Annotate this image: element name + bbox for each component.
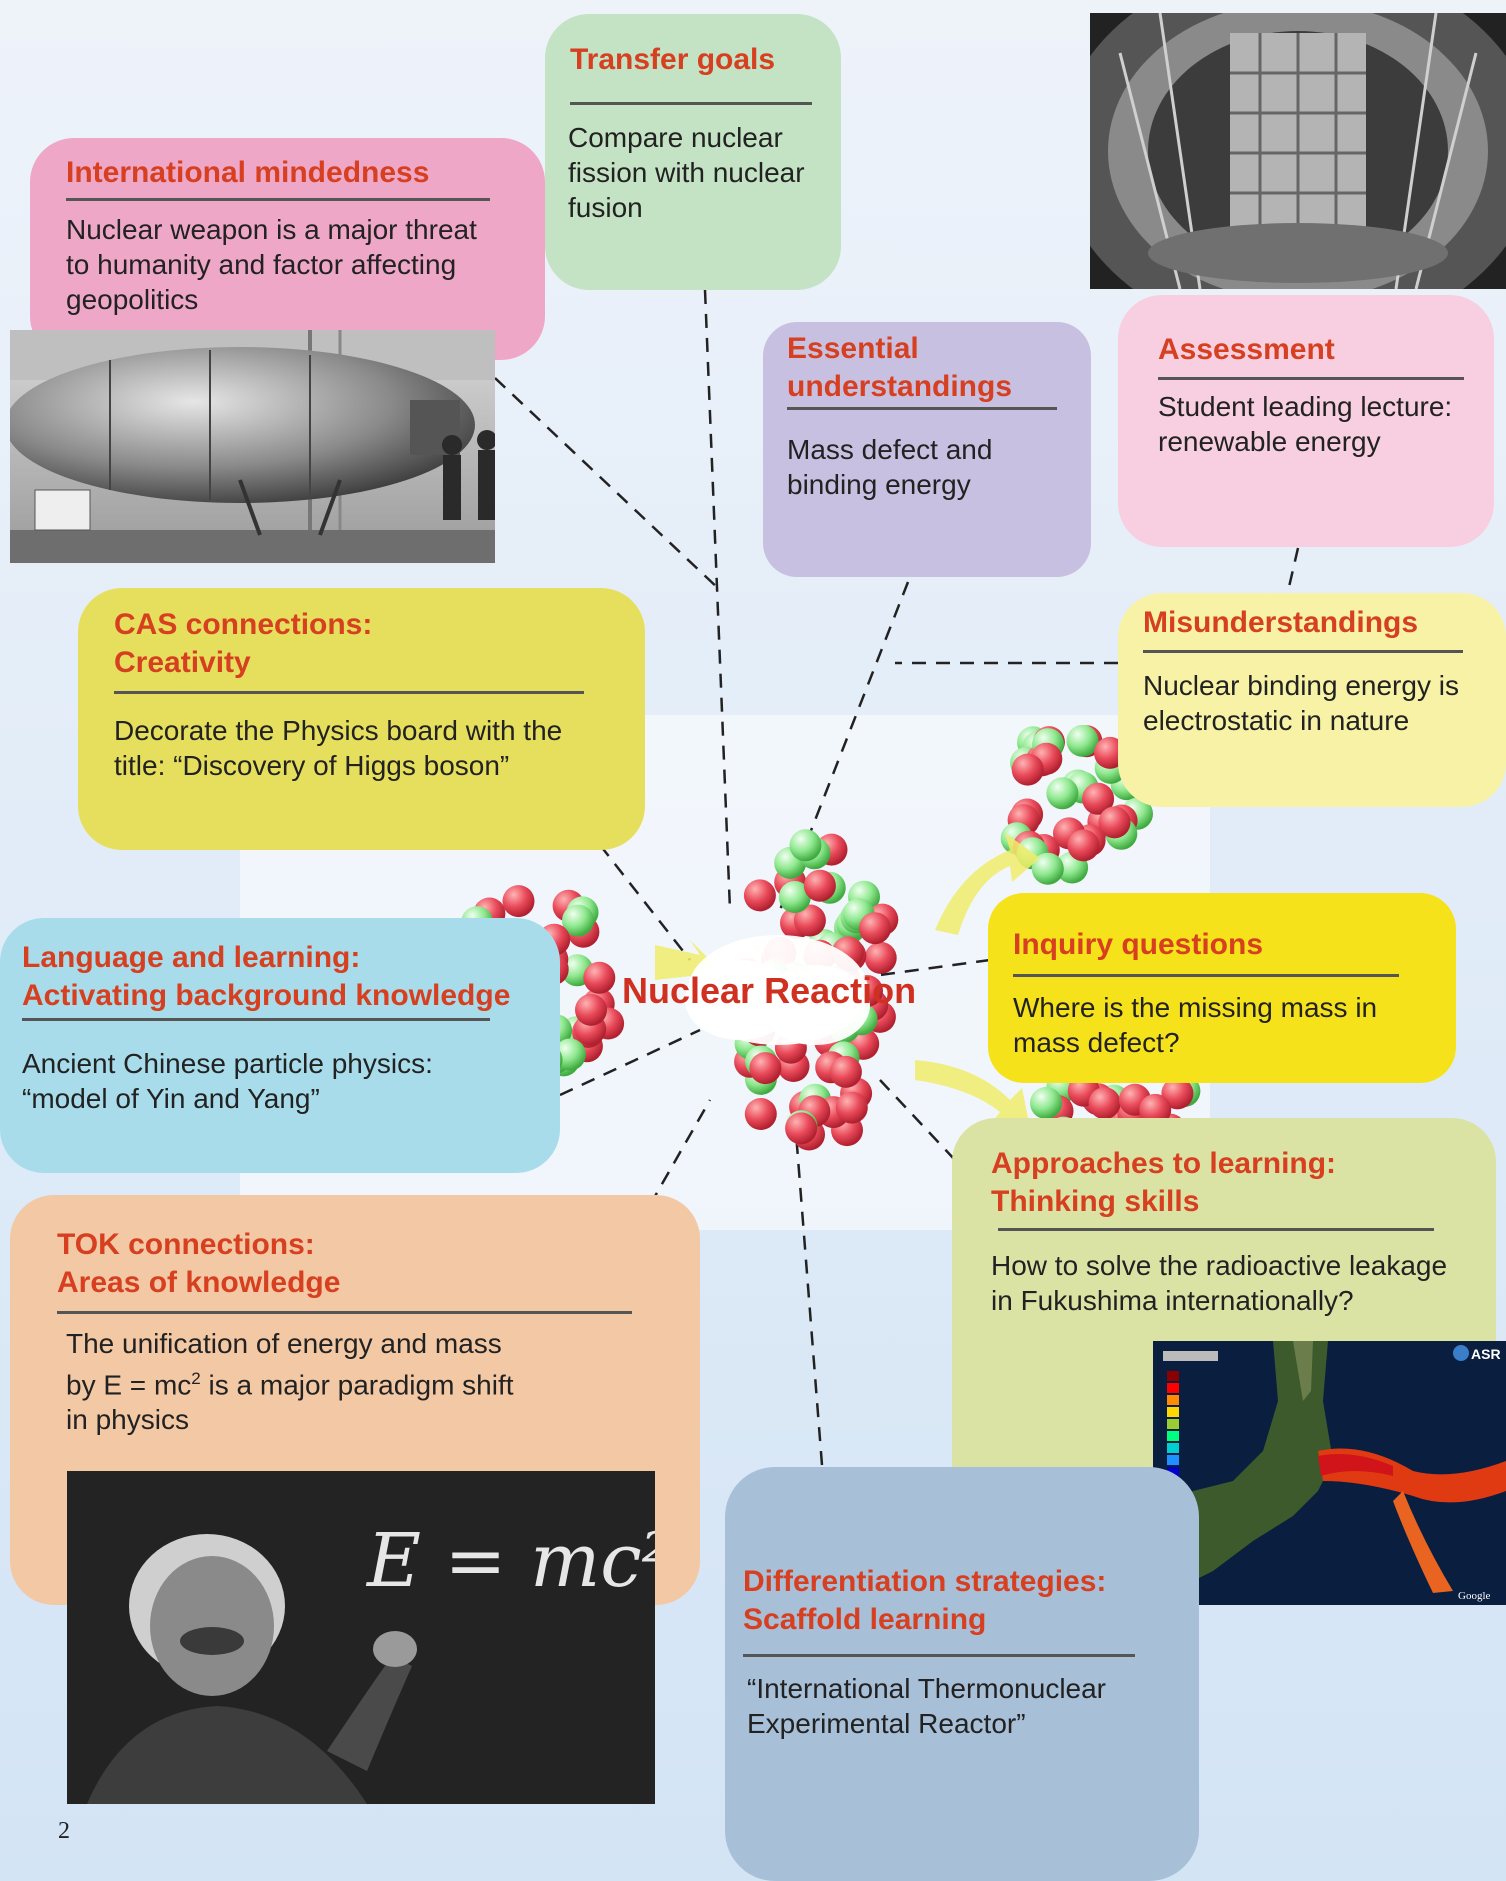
language-learning-title: Language and learning: Activating backgr…: [22, 941, 511, 1012]
inquiry-questions-box: [988, 893, 1456, 1083]
nucleon: [864, 941, 897, 974]
nucleon: [583, 961, 616, 994]
misunderstandings-title: Misunderstandings: [1143, 606, 1419, 639]
nuclear-bomb-photo: [10, 330, 495, 563]
assessment-text: Student leading lecture: renewable energ…: [1158, 391, 1453, 457]
tok-connections-text: The unification of energy and mass by E …: [66, 1328, 514, 1436]
essential-understandings-rule: [787, 407, 1057, 410]
nucleon: [1031, 852, 1064, 885]
nucleon: [1161, 1077, 1194, 1110]
nucleon: [829, 1055, 862, 1088]
nucleon: [749, 1052, 782, 1085]
map-google-text: Google: [1458, 1590, 1491, 1602]
nucleon: [803, 869, 836, 902]
language-learning-box: [0, 918, 560, 1173]
essential-understandings-box: [763, 322, 1091, 577]
nucleon: [789, 829, 822, 862]
assessment-rule: [1158, 377, 1464, 380]
misunderstandings-text: Nuclear binding energy is electrostatic …: [1143, 670, 1459, 736]
fukushima-plume-map: ASR Google: [1153, 1341, 1506, 1605]
tok-connections-title: TOK connections: Areas of knowledge: [57, 1228, 341, 1299]
approaches-learning-text: How to solve the radioactive leakage in …: [991, 1250, 1448, 1316]
cas-connections-box: [78, 588, 645, 850]
nucleon: [1082, 782, 1115, 815]
connector-international: [494, 377, 721, 591]
einstein-chalkboard-photo: E = mc²: [67, 1471, 655, 1804]
inquiry-questions-title: Inquiry questions: [1013, 928, 1264, 961]
connector-assessment: [1284, 547, 1300, 601]
nucleon: [743, 879, 776, 912]
center-label: Nuclear Reaction: [622, 970, 917, 1011]
assessment-title: Assessment: [1158, 333, 1335, 366]
inquiry-questions-text: Where is the missing mass in mass defect…: [1013, 992, 1378, 1058]
nucleon: [1067, 829, 1100, 862]
nucleon: [1066, 724, 1099, 757]
chalk-formula: E = mc²: [365, 1518, 655, 1604]
assessment-box: [1118, 295, 1494, 547]
international-mindedness-box: [30, 138, 545, 360]
nucleon: [502, 885, 535, 918]
nucleon: [1088, 1087, 1121, 1120]
differentiation-strategies-box: [725, 1467, 1199, 1881]
tok-connections-rule: [57, 1311, 632, 1314]
international-mindedness-text: Nuclear weapon is a major threat to huma…: [66, 214, 477, 315]
international-mindedness-rule: [66, 198, 490, 201]
misunderstandings-rule: [1143, 650, 1463, 653]
language-learning-rule: [22, 1018, 490, 1021]
nucleon: [778, 881, 811, 913]
cas-connections-text: Decorate the Physics board with the titl…: [114, 715, 563, 781]
misunderstandings-box: [1118, 593, 1506, 807]
inquiry-questions-rule: [1013, 974, 1399, 977]
nucleon: [835, 1091, 868, 1124]
cas-connections-title: CAS connections: Creativity: [114, 608, 373, 679]
transfer-goals-box: [545, 14, 841, 290]
fusion-reactor-photo: [1090, 13, 1506, 289]
transfer-goals-rule: [570, 102, 812, 105]
connector-transfer: [703, 289, 732, 911]
differentiation-strategies-title: Differentiation strategies: Scaffold lea…: [743, 1565, 1107, 1636]
nucleon: [1046, 777, 1079, 810]
nucleon: [744, 1098, 777, 1130]
nucleon: [1011, 753, 1044, 786]
differentiation-strategies-text: “International Thermonuclear Experimenta…: [747, 1673, 1107, 1739]
nucleon: [1030, 1087, 1062, 1119]
fission-arrow-up: [935, 833, 1040, 935]
page-number: 2: [58, 1818, 70, 1844]
nucleon: [1098, 806, 1131, 839]
connector-tok: [648, 1099, 712, 1206]
nucleon: [859, 912, 891, 945]
transfer-goals-text: Compare nuclear fission with nuclear fus…: [568, 122, 805, 223]
nucleus-cluster-top-right: [1000, 724, 1153, 885]
essential-understandings-title: Essential understandings: [787, 332, 1013, 403]
cas-connections-rule: [114, 691, 584, 694]
approaches-learning-rule: [998, 1228, 1434, 1231]
language-learning-text: Ancient Chinese particle physics: “model…: [22, 1048, 433, 1114]
map-logo-text: ASR: [1471, 1346, 1501, 1362]
transfer-goals-title: Transfer goals: [570, 43, 776, 76]
connector-differentiation: [793, 1119, 824, 1466]
essential-understandings-text: Mass defect and binding energy: [787, 434, 993, 500]
international-mindedness-title: International mindedness: [66, 156, 430, 189]
nucleon: [575, 993, 607, 1026]
connector-language: [559, 1028, 701, 1097]
nucleon: [793, 904, 826, 937]
differentiation-strategies-rule: [743, 1654, 1135, 1657]
connector-approaches: [879, 1079, 956, 1161]
nucleon: [785, 1112, 818, 1145]
connector-cas: [599, 844, 691, 961]
nucleon: [562, 904, 594, 937]
fission-arrow-down: [915, 1060, 1030, 1128]
nucleon: [1139, 1093, 1172, 1126]
connector-inquiry: [879, 958, 991, 977]
approaches-learning-title: Approaches to learning: Thinking skills: [991, 1147, 1337, 1218]
